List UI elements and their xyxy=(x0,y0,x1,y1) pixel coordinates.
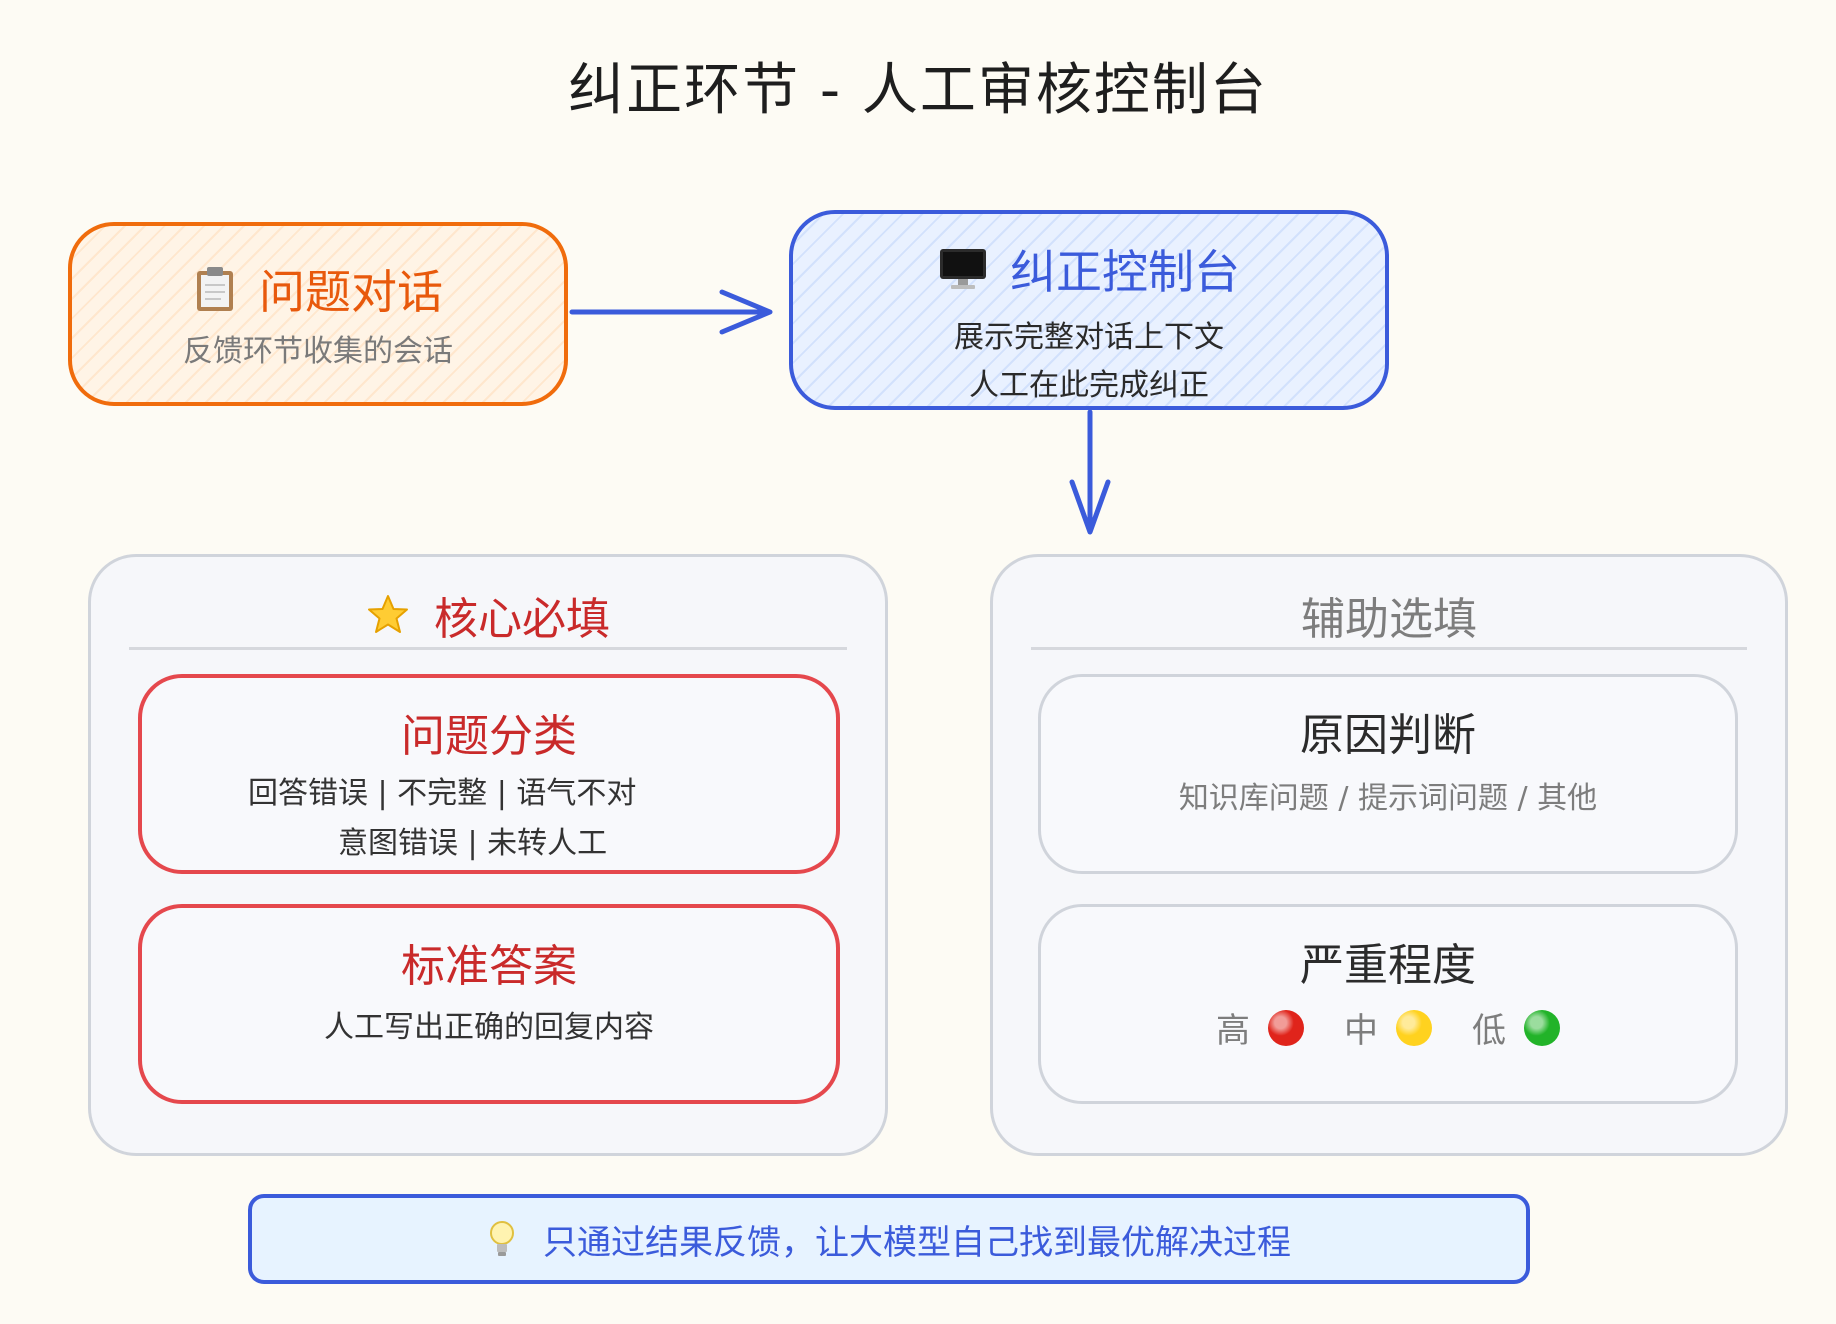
reason-options: 知识库问题 / 提示词问题 / 其他 xyxy=(1178,781,1598,816)
page-title: 纠正环节 - 人工审核控制台 xyxy=(568,58,1268,123)
console-line-1: 展示完整对话上下文 xyxy=(954,320,1224,355)
issue-dialog-box: 问题对话 反馈环节收集的会话 xyxy=(68,222,568,406)
issue-box-subtitle: 反馈环节收集的会话 xyxy=(183,334,453,369)
severity-label: 中 xyxy=(1344,1011,1378,1051)
reason-title: 原因判断 xyxy=(1300,710,1476,761)
standard-answer-description: 人工写出正确的回复内容 xyxy=(324,1010,654,1045)
issue-box-title: 问题对话 xyxy=(259,265,443,319)
classification-options-line-1: 回答错误 | 不完整 | 语气不对 xyxy=(248,776,637,811)
classification-title: 问题分类 xyxy=(401,711,577,762)
classification-options-line-2: 意图错误 | 未转人工 xyxy=(338,826,608,861)
console-box-title: 纠正控制台 xyxy=(1010,245,1240,299)
issue-classification-card: 问题分类 回答错误 | 不完整 | 语气不对 意图错误 | 未转人工 xyxy=(138,674,840,874)
console-line-2: 人工在此完成纠正 xyxy=(969,368,1209,403)
standard-answer-title: 标准答案 xyxy=(401,941,577,992)
aux-panel-divider xyxy=(1031,647,1747,650)
reason-judgment-card: 原因判断 知识库问题 / 提示词问题 / 其他 xyxy=(1038,674,1738,874)
arrow-head-right xyxy=(719,289,773,335)
correction-console-box: 纠正控制台 展示完整对话上下文 人工在此完成纠正 xyxy=(789,210,1389,410)
arrow-head-down xyxy=(1069,479,1111,535)
standard-answer-card: 标准答案 人工写出正确的回复内容 xyxy=(138,904,840,1104)
severity-card: 严重程度 高 中 低 xyxy=(1038,904,1738,1104)
severity-label: 低 xyxy=(1472,1011,1506,1051)
star-icon xyxy=(368,595,408,633)
severity-levels: 高 中 低 xyxy=(1041,1003,1735,1052)
core-panel-divider xyxy=(129,647,847,650)
green-circle-icon xyxy=(1524,1009,1560,1046)
tip-banner: 只通过结果反馈，让大模型自己找到最优解决过程 xyxy=(248,1194,1530,1284)
severity-label: 高 xyxy=(1216,1011,1250,1051)
lightbulb-icon xyxy=(490,1221,514,1256)
tip-text: 只通过结果反馈，让大模型自己找到最优解决过程 xyxy=(543,1222,1291,1263)
severity-level-high: 高 xyxy=(1216,1003,1304,1052)
severity-title: 严重程度 xyxy=(1300,940,1476,991)
severity-level-medium: 中 xyxy=(1344,1003,1432,1052)
severity-level-low: 低 xyxy=(1472,1003,1560,1052)
core-panel-heading: 核心必填 xyxy=(434,594,610,645)
yellow-circle-icon xyxy=(1396,1009,1432,1046)
computer-monitor-icon xyxy=(940,249,986,289)
aux-panel-heading: 辅助选填 xyxy=(1301,594,1477,645)
red-circle-icon xyxy=(1268,1009,1304,1046)
clipboard-icon xyxy=(197,267,233,311)
